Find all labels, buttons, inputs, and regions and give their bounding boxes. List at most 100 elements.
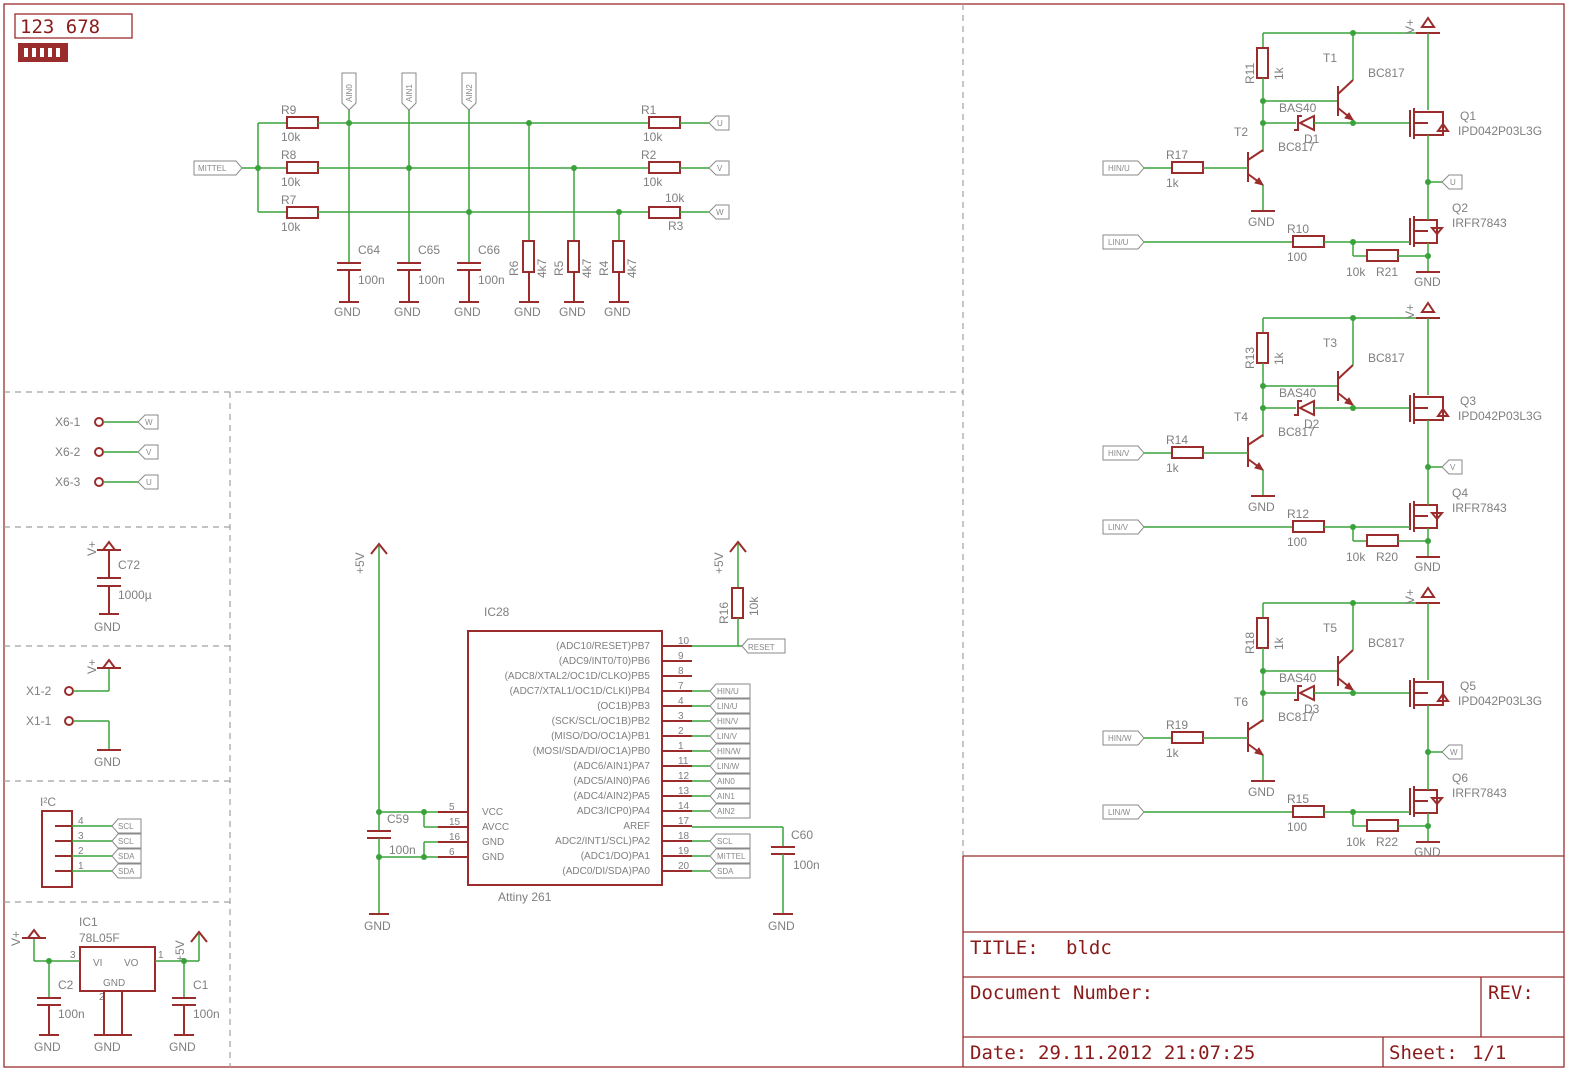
svg-text:2: 2	[99, 992, 105, 1003]
net-label-mittel	[193, 160, 243, 176]
capacitor-c64: C64 100n GND	[334, 243, 385, 319]
capacitor-c65: C65 100n GND	[394, 243, 445, 319]
resistor-pullup	[1256, 617, 1269, 649]
svg-text:W: W	[145, 418, 153, 427]
svg-text:1k: 1k	[1166, 746, 1180, 760]
svg-text:SCL: SCL	[118, 837, 134, 846]
i2c-connector: I²C 4 3 2 1 SCL SCL SDA SDA	[40, 795, 142, 888]
filter-section: MITTEL R9 10k R8 10k R7 10k R1 10k R2 10…	[193, 72, 730, 319]
ain1-text: AIN1	[405, 84, 414, 102]
svg-text:4k7: 4k7	[625, 258, 639, 278]
svg-text:IC28: IC28	[484, 605, 510, 619]
net-label-u	[708, 115, 730, 131]
mcu-net-label: SCL	[717, 837, 733, 846]
svg-text:Q3: Q3	[1460, 394, 1476, 408]
svg-text:GND: GND	[394, 305, 421, 319]
resistor-r8	[286, 161, 319, 174]
svg-text:V+: V+	[1403, 19, 1417, 34]
mcu-net-label: HIN/W	[717, 747, 741, 756]
svg-text:10k: 10k	[747, 596, 761, 616]
svg-text:V: V	[146, 448, 152, 457]
svg-text:R11: R11	[1243, 63, 1257, 84]
title-block: TITLE: bldc Document Number: REV: Date: …	[962, 855, 1564, 1067]
svg-text:Q1: Q1	[1460, 109, 1476, 123]
svg-text:Q6: Q6	[1452, 771, 1468, 785]
svg-text:100: 100	[1287, 820, 1307, 834]
mcu-pin-number: 10	[678, 636, 690, 647]
resistor-r9	[286, 116, 319, 129]
svg-text:100n: 100n	[193, 1007, 220, 1021]
svg-text:Q5: Q5	[1460, 679, 1476, 693]
svg-text:VO: VO	[124, 958, 139, 969]
svg-text:LIN/U: LIN/U	[1108, 238, 1129, 247]
r9-value: 10k	[281, 130, 301, 144]
mcu-pin-name: (ADC1/DO)PA1	[581, 851, 651, 862]
mcu-net-label: LIN/U	[717, 702, 738, 711]
title-value: bldc	[1066, 937, 1112, 959]
svg-text:X6-3: X6-3	[55, 475, 81, 489]
svg-text:X6-2: X6-2	[55, 445, 81, 459]
mcu-pin-number: 12	[678, 771, 690, 782]
svg-text:1: 1	[78, 861, 84, 872]
svg-text:100n: 100n	[418, 273, 445, 287]
svg-text:+5V: +5V	[353, 552, 367, 574]
svg-text:BAS40: BAS40	[1279, 101, 1317, 115]
resistor-pullup	[1256, 47, 1269, 79]
svg-text:GND: GND	[34, 1040, 61, 1054]
svg-text:T1: T1	[1323, 51, 1337, 65]
svg-text:100n: 100n	[478, 273, 505, 287]
resistor-r3	[648, 206, 681, 219]
svg-text:R10: R10	[1287, 222, 1309, 236]
svg-text:C59: C59	[387, 812, 409, 826]
svg-text:100n: 100n	[358, 273, 385, 287]
r7-label: R7	[281, 193, 297, 207]
mcu-pin-name: (ADC0/DI/SDA)PA0	[562, 866, 650, 877]
svg-text:100n: 100n	[389, 843, 416, 857]
mcu-pin-name: GND	[482, 837, 504, 848]
mcu-pin-name: ADC2/INT1/SCL)PA2	[555, 836, 650, 847]
svg-text:100n: 100n	[793, 858, 820, 872]
r3-label: R3	[668, 219, 684, 233]
svg-text:LIN/V: LIN/V	[1108, 523, 1129, 532]
svg-text:1k: 1k	[1272, 636, 1286, 650]
svg-text:GND: GND	[768, 919, 795, 933]
mcu-net-label: SDA	[717, 867, 734, 876]
svg-text:1k: 1k	[1166, 176, 1180, 190]
r2-value: 10k	[643, 175, 663, 189]
net-label-ain0	[341, 72, 357, 111]
svg-text:GND: GND	[1248, 215, 1275, 229]
mcu-pin-name: (OC1B)PB3	[597, 701, 650, 712]
rev-label: REV:	[1488, 982, 1534, 1004]
svg-text:X6-1: X6-1	[55, 415, 81, 429]
svg-text:1k: 1k	[1272, 351, 1286, 365]
svg-text:BAS40: BAS40	[1279, 386, 1317, 400]
r8-label: R8	[281, 148, 297, 162]
svg-text:R14: R14	[1166, 433, 1188, 447]
svg-text:4k7: 4k7	[535, 258, 549, 278]
svg-text:R20: R20	[1376, 550, 1398, 564]
mcu-pin-number: 15	[449, 817, 461, 828]
mcu-pin-number: 1	[678, 741, 684, 752]
mittel-text: MITTEL	[198, 164, 227, 173]
svg-text:Attiny 261: Attiny 261	[498, 890, 552, 904]
svg-text:V+: V+	[85, 541, 99, 556]
svg-text:+5V: +5V	[173, 940, 187, 962]
svg-text:X1-2: X1-2	[26, 684, 52, 698]
svg-text:GND: GND	[604, 305, 631, 319]
svg-text:SDA: SDA	[118, 852, 135, 861]
mcu-pin-number: 2	[678, 726, 684, 737]
svg-text:U: U	[1450, 178, 1456, 187]
svg-text:BC817: BC817	[1278, 140, 1315, 154]
mcu-pin-number: 9	[678, 651, 684, 662]
svg-text:R13: R13	[1243, 347, 1257, 369]
svg-text:R22: R22	[1376, 835, 1398, 849]
u-text: U	[717, 119, 723, 128]
svg-text:IPD042P03L3G: IPD042P03L3G	[1458, 694, 1542, 708]
svg-text:C66: C66	[478, 243, 500, 257]
svg-text:SDA: SDA	[118, 867, 135, 876]
svg-text:D2: D2	[1304, 417, 1320, 431]
mcu-pin-number: 3	[678, 711, 684, 722]
